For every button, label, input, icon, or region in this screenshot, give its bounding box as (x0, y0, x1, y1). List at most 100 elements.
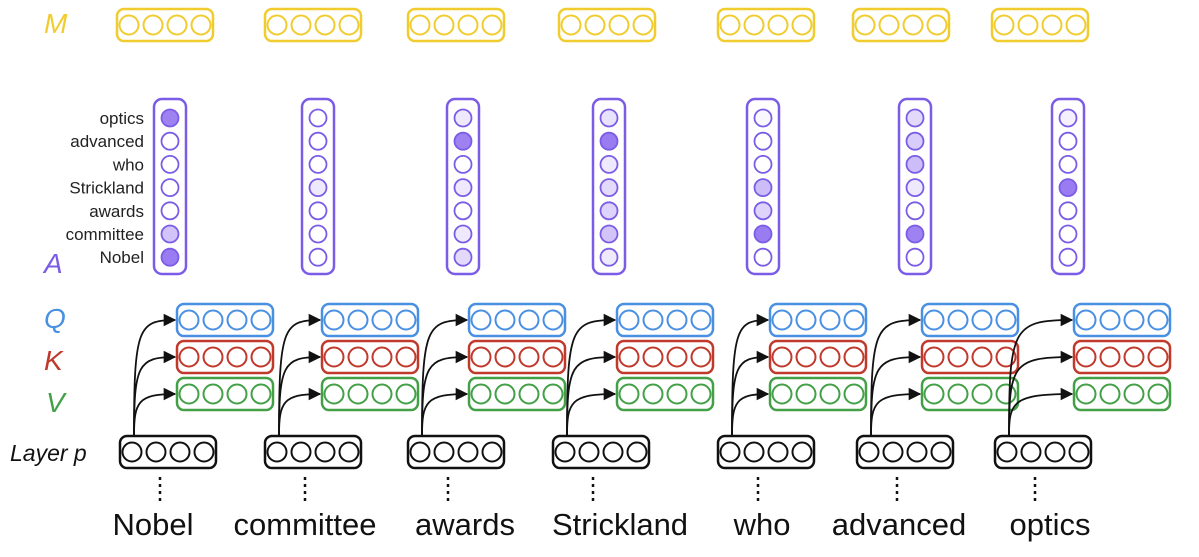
vector-unit (719, 14, 741, 36)
attention-vector-nobel (152, 97, 188, 276)
vector-unit (819, 383, 841, 405)
vector-unit (1068, 441, 1090, 463)
attention-weight (453, 247, 473, 267)
vector-unit (226, 346, 248, 368)
query-vector-who (768, 302, 868, 338)
vector-unit (923, 309, 945, 331)
attention-vector-awards (445, 97, 481, 276)
vector-unit (1147, 383, 1169, 405)
arrow-to-key (133, 350, 177, 437)
attention-weight (599, 178, 619, 198)
vector-unit (395, 346, 417, 368)
layer-vector-advanced (855, 434, 955, 470)
value-vector-awards (467, 376, 567, 412)
vector-unit (690, 309, 712, 331)
vector-unit (395, 383, 417, 405)
vector-unit (193, 441, 215, 463)
vector-unit (995, 383, 1017, 405)
vector-unit (878, 14, 900, 36)
arrow-to-query (133, 313, 177, 437)
attention-weight (308, 201, 328, 221)
vector-unit (542, 383, 564, 405)
attention-weight (1058, 108, 1078, 128)
vector-unit (250, 309, 272, 331)
vector-unit (843, 383, 865, 405)
vector-unit (743, 441, 765, 463)
vector-unit (290, 441, 312, 463)
attention-weight (599, 131, 619, 151)
arrow-to-value (566, 387, 617, 437)
vector-unit (947, 383, 969, 405)
vector-unit (791, 441, 813, 463)
attention-row-label-optics: optics (100, 109, 144, 128)
attention-label-column: opticsadvancedwhoStricklandawardscommitt… (66, 109, 144, 267)
vector-unit (795, 346, 817, 368)
query-vector-advanced (920, 302, 1020, 338)
vector-unit (1075, 309, 1097, 331)
attention-weight (308, 131, 328, 151)
attention-weight (160, 247, 180, 267)
attention-weight (905, 131, 925, 151)
attention-weight (453, 131, 473, 151)
layer-row-label: Layer p (10, 440, 87, 466)
vector-unit (371, 346, 393, 368)
value-vector-optics (1072, 376, 1172, 412)
key-vector-who (768, 339, 868, 375)
memory-vector-committee (263, 7, 363, 43)
attention-weight (308, 224, 328, 244)
vector-unit (666, 383, 688, 405)
attention-weight (453, 108, 473, 128)
attention-weight (308, 108, 328, 128)
vector-unit (481, 14, 503, 36)
attention-vector-strickland (591, 97, 627, 276)
vector-unit (618, 309, 640, 331)
key-vector-awards (467, 339, 567, 375)
vector-unit (771, 346, 793, 368)
vector-unit (771, 383, 793, 405)
arrow-to-query (731, 313, 770, 437)
attention-row-label-awards: awards (89, 202, 144, 221)
vector-unit (121, 441, 143, 463)
key-row-label: K (44, 345, 64, 376)
attention-weight (1058, 131, 1078, 151)
vector-unit (795, 383, 817, 405)
vector-unit (166, 14, 188, 36)
layer-vector-who (716, 434, 816, 470)
key-vector-committee (320, 339, 420, 375)
attention-weight (599, 224, 619, 244)
memory-vector-advanced (851, 7, 951, 43)
token-column-optics: optics (990, 7, 1172, 542)
vector-unit (178, 383, 200, 405)
vector-unit (560, 14, 582, 36)
value-vector-nobel (175, 376, 275, 412)
vector-unit (1017, 14, 1039, 36)
vector-unit (584, 14, 606, 36)
vector-unit (409, 14, 431, 36)
attention-row-label-nobel: Nobel (100, 248, 144, 267)
arrow-to-value (133, 387, 177, 437)
attention-weight (1058, 154, 1078, 174)
vector-unit (642, 346, 664, 368)
vector-unit (409, 441, 431, 463)
vector-unit (743, 14, 765, 36)
token-label-awards: awards (415, 507, 515, 542)
arrow-to-query (421, 313, 469, 437)
vector-unit (457, 14, 479, 36)
vector-unit (266, 14, 288, 36)
vector-unit (470, 346, 492, 368)
vector-unit (1020, 441, 1042, 463)
query-vector-optics (1072, 302, 1172, 338)
query-vector-nobel (175, 302, 275, 338)
arrow-to-query (278, 313, 322, 437)
vector-unit (323, 383, 345, 405)
vector-unit (923, 346, 945, 368)
attention-weight (753, 108, 773, 128)
token-label-who: who (733, 507, 791, 542)
vector-unit (902, 14, 924, 36)
vector-unit (947, 346, 969, 368)
token-column-nobel: Nobel (113, 7, 275, 542)
vector-unit (314, 14, 336, 36)
value-vector-who (768, 376, 868, 412)
